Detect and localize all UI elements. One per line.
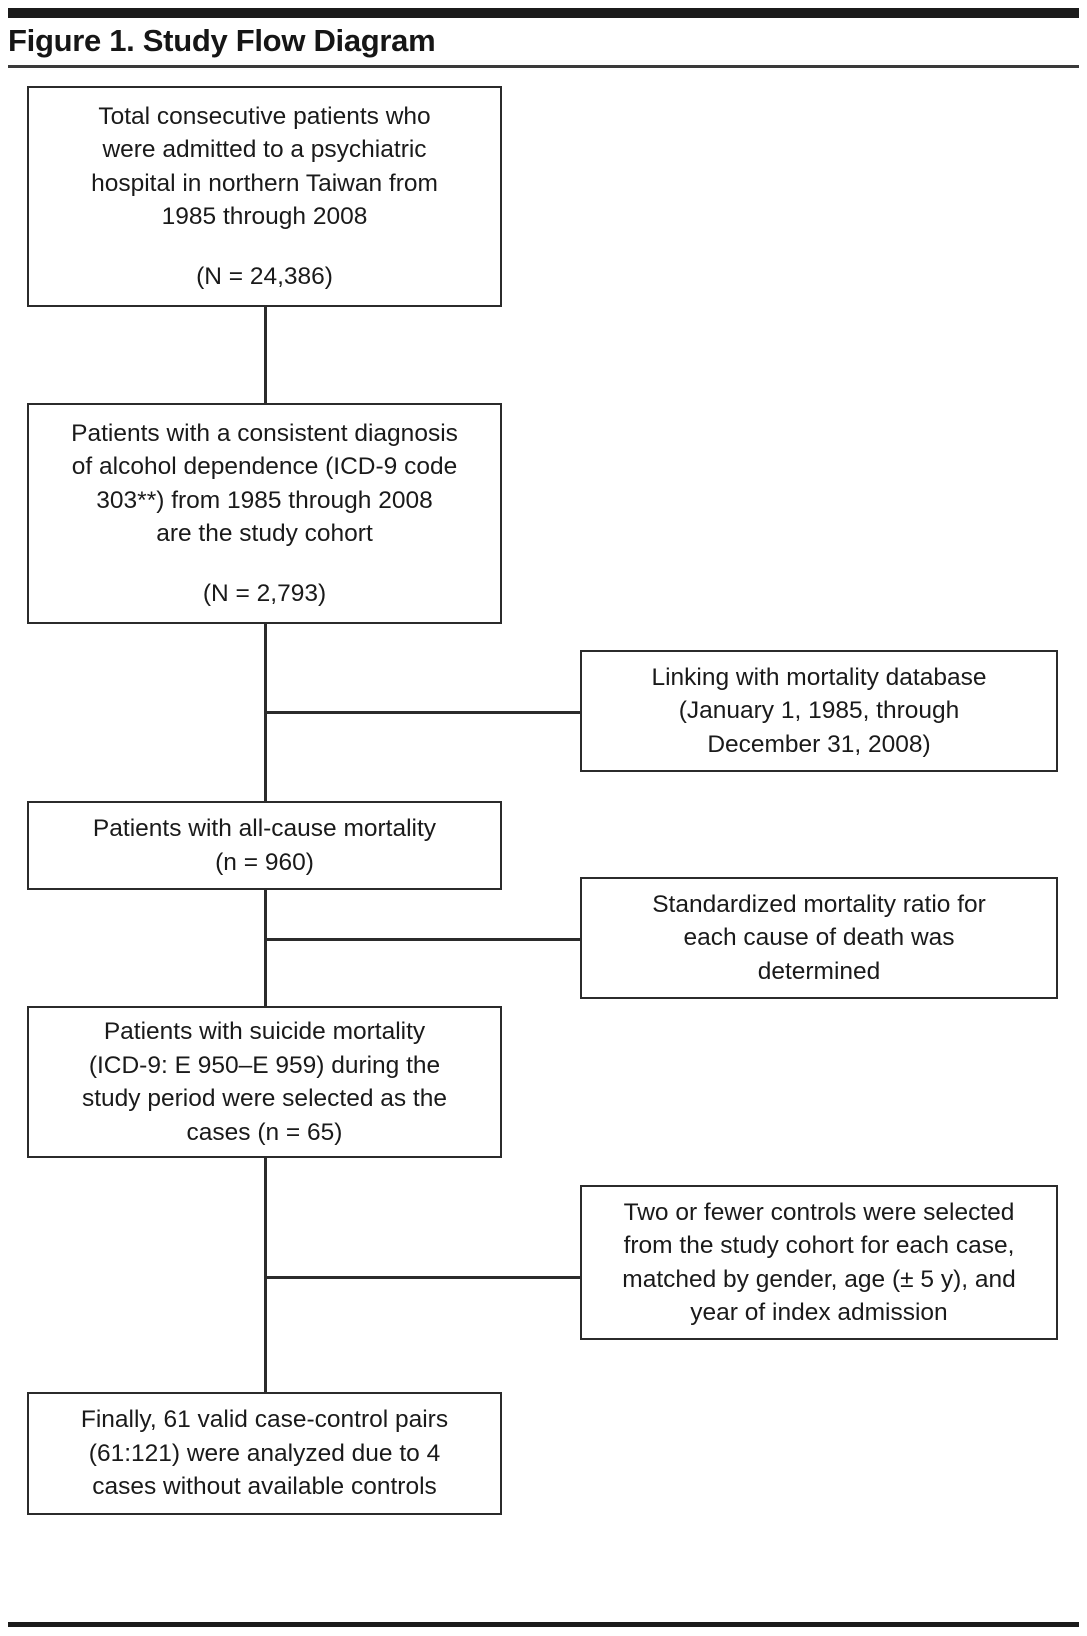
- node-total-patients-line2: were admitted to a psychiatric: [102, 136, 427, 164]
- node-control-selection: Two or fewer controls were selected from…: [580, 1185, 1058, 1340]
- node-controls-line2: from the study cohort for each case,: [623, 1232, 1015, 1259]
- node-study-cohort: Patients with a consistent diagnosis of …: [27, 403, 502, 624]
- node-all-cause-count: (n = 960): [215, 848, 314, 876]
- node-study-cohort-count: (N = 2,793): [202, 579, 327, 607]
- node-study-cohort-line2: of alcohol dependence (ICD-9 code: [71, 453, 458, 481]
- node-controls-line1: Two or fewer controls were selected: [623, 1198, 1015, 1226]
- node-standardized-mortality-ratio: Standardized mortality ratio for each ca…: [580, 877, 1058, 999]
- node-total-patients-line1: Total consecutive patients who: [98, 102, 431, 130]
- node-linking-line2: (January 1, 1985, through: [678, 697, 960, 725]
- node-final-case-control-pairs: Finally, 61 valid case-control pairs (61…: [27, 1392, 502, 1515]
- top-rule: [8, 8, 1079, 18]
- node-controls-line4: year of index admission: [690, 1299, 948, 1326]
- node-total-patients-line3: hospital in northern Taiwan from: [91, 169, 438, 197]
- node-total-patients-count: (N = 24,386): [196, 262, 333, 290]
- node-suicide-line1: Patients with suicide mortality: [103, 1018, 426, 1045]
- node-linking-mortality-database: Linking with mortality database (January…: [580, 650, 1058, 772]
- node-smr-line2: each cause of death was: [683, 924, 955, 952]
- connector-cohort-to-linking: [264, 711, 582, 714]
- node-final-line3: cases without available controls: [92, 1473, 437, 1501]
- bottom-rule: [8, 1622, 1079, 1627]
- connector-allcause-to-suicide: [264, 890, 267, 1006]
- node-study-cohort-line1: Patients with a consistent diagnosis: [71, 419, 458, 447]
- node-linking-line1: Linking with mortality database: [651, 663, 987, 691]
- node-controls-line3: matched by gender, age (± 5 y), and: [622, 1265, 1016, 1293]
- node-linking-line3: December 31, 2008): [707, 730, 931, 758]
- node-final-line2: (61:121) were analyzed due to 4: [88, 1439, 441, 1467]
- connector-suicide-to-final: [264, 1158, 267, 1392]
- node-all-cause-mortality: Patients with all-cause mortality (n = 9…: [27, 801, 502, 890]
- node-smr-line1: Standardized mortality ratio for: [652, 890, 986, 918]
- connector-cohort-to-allcause: [264, 624, 267, 830]
- node-study-cohort-line4: are the study cohort: [156, 520, 373, 548]
- node-suicide-mortality: Patients with suicide mortality (ICD-9: …: [27, 1006, 502, 1158]
- node-total-patients: Total consecutive patients who were admi…: [27, 86, 502, 307]
- node-suicide-line3: study period were selected as the: [82, 1085, 447, 1112]
- node-smr-line3: determined: [757, 957, 881, 985]
- node-study-cohort-line3: 303**) from 1985 through 2008: [96, 486, 433, 514]
- node-suicide-line2: (ICD-9: E 950–E 959) during the: [88, 1051, 441, 1079]
- node-final-line1: Finally, 61 valid case-control pairs: [80, 1406, 449, 1434]
- node-total-patients-line4: 1985 through 2008: [161, 203, 368, 231]
- connector-total-to-cohort: [264, 307, 267, 403]
- title-underline-rule: [8, 65, 1079, 68]
- connector-suicide-to-controls: [264, 1276, 582, 1279]
- node-suicide-line4: cases (n = 65): [186, 1118, 343, 1146]
- connector-allcause-to-smr: [264, 938, 582, 941]
- figure-title: Figure 1. Study Flow Diagram: [8, 23, 436, 58]
- node-all-cause-line1: Patients with all-cause mortality: [92, 815, 437, 842]
